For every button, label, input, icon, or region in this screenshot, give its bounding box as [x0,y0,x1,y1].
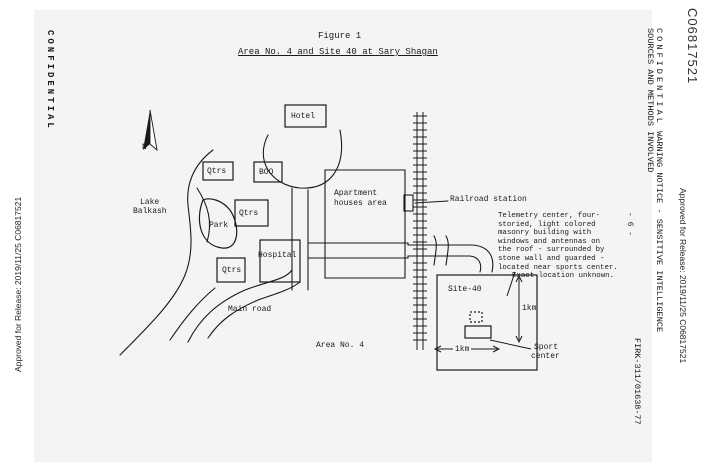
park-label: Park [209,221,229,230]
telemetry-pointer [506,271,516,297]
horizontal-dimension-arrow-left [433,345,442,353]
north-arrow [143,109,158,152]
hotel-building [284,104,327,128]
telemetry-note-line: Exact location unknown. [512,272,615,281]
telemetry-note-line: located near sports center. [498,263,618,272]
main-road-line-1 [187,269,293,343]
paper-sheet [34,10,652,462]
sports-center-building [464,325,492,339]
telemetry-note-line: masonry building with [498,229,592,238]
horizontal-dimension-arrow-right [492,345,501,353]
north-label: N [142,143,147,152]
telemetry-center-marker [469,311,483,323]
horizontal-dimension-label: 1km [453,345,472,354]
vertical-dimension-arrow-bottom [515,335,523,344]
station-marker [403,194,414,212]
road-to-site-top [307,242,494,273]
lake-label-2: Balkash [133,207,167,216]
apartment-zone-outline [324,169,406,279]
apartment-label-2: houses area [334,199,387,208]
sports-center-pointer [489,339,532,350]
sports-center-label-2: center [531,352,560,361]
hotel-label: Hotel [291,112,316,121]
quarters-building-2 [234,199,269,227]
site-40-label: Site-40 [448,285,482,294]
side-road-line [169,287,216,341]
figure-number: Figure 1 [318,31,362,41]
vertical-dimension-arrow-top [515,274,523,283]
vertical-dimension-label: 1km [522,304,537,313]
quarters-building-1 [202,161,234,181]
station-pointer [414,200,449,204]
apartment-label-1: Apartment [334,189,378,198]
lake-label-1: Lake [140,198,160,207]
quarters-building-3 [216,257,246,283]
railroad-station-label: Railroad station [450,195,527,204]
area-label: Area No. 4 [316,341,365,350]
telemetry-note-line: stone wall and guarded - [498,254,605,263]
lake-shoreline [119,149,214,356]
road-break-1 [433,235,437,266]
road-to-site-bottom [307,255,482,273]
park-outline [198,198,238,249]
sports-center-label-1: Sport [534,343,559,352]
site-40-boundary [436,274,538,371]
hospital-label: Hospital [258,251,297,260]
telemetry-note-line: storied, light colored [498,220,596,229]
road-break-2 [445,235,449,266]
railroad-track [413,112,427,350]
hotel-loop [262,129,342,189]
telemetry-note: Telemetry center, four- storied, light c… [498,212,618,281]
boq-label: BOQ [259,168,274,177]
shore-cove [196,187,211,243]
figure-title: Area No. 4 and Site 40 at Sary Shagan [238,47,438,57]
quarters-label-2: Qtrs [239,209,259,218]
telemetry-note-line: Telemetry center, four- [498,212,601,220]
main-road-label: Main road [228,305,272,314]
quarters-label-1: Qtrs [207,167,227,176]
telemetry-note-line: the roof - surrounded by [498,246,605,255]
hospital-building [259,239,301,283]
main-road-line-2 [207,281,301,339]
telemetry-note-line: windows and antennas on [498,237,601,246]
boq-building [253,161,283,183]
quarters-label-3: Qtrs [222,266,242,275]
